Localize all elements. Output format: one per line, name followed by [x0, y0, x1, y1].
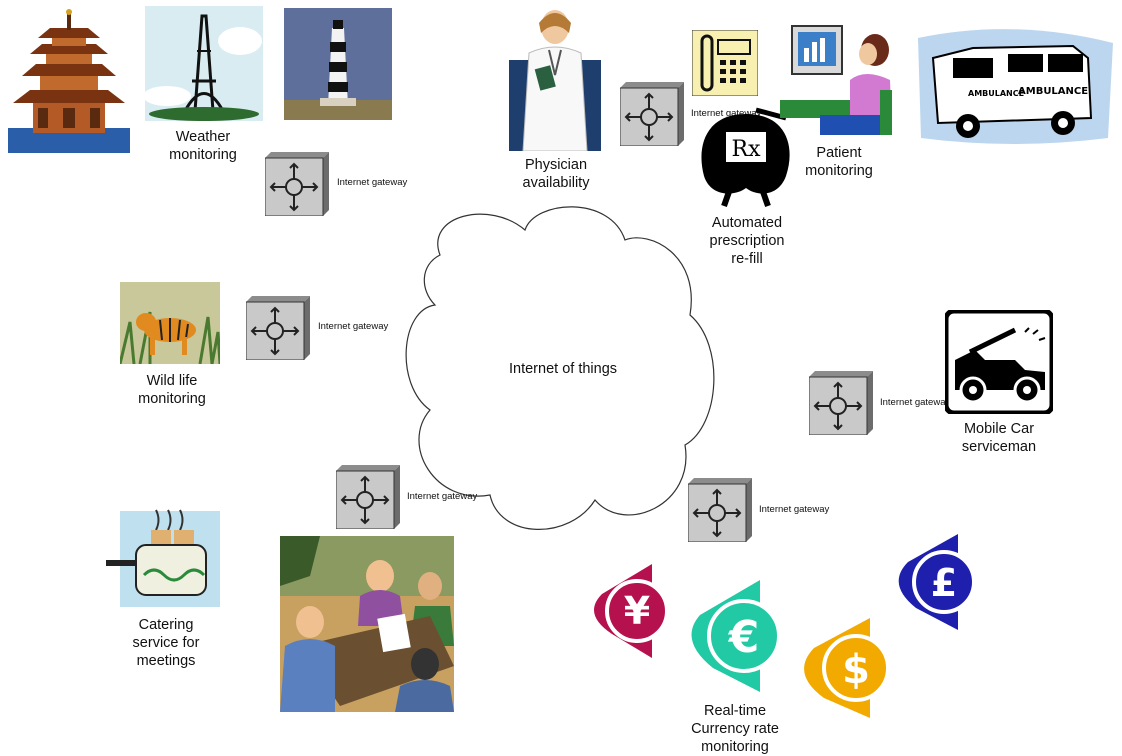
toaster-icon	[106, 509, 220, 607]
pound-currency-icon: £	[898, 534, 976, 630]
physician-icon	[509, 10, 601, 151]
svg-text:AMBULANCE: AMBULANCE	[968, 89, 1024, 98]
internet-gateway-icon	[265, 152, 329, 216]
gateway-label: Internet gateway	[337, 177, 408, 188]
prescription-label: Automated prescription re-fill	[709, 215, 785, 267]
yen-currency-icon: ¥	[594, 564, 669, 658]
gateway-label: Internet gateway	[759, 504, 830, 515]
tiger-icon	[120, 282, 220, 364]
cloud-label: Internet of things	[509, 361, 618, 377]
physician-label: Physician availability	[522, 157, 590, 191]
eiffel-tower-icon	[145, 6, 263, 121]
patient-monitoring-icon	[780, 25, 892, 135]
catering-label: Catering service for meetings	[132, 617, 200, 669]
prescription-rx-icon: Rx	[701, 107, 790, 207]
internet-gateway-icon	[620, 82, 684, 146]
ambulance-icon: AMBULANCE AMBULANCE	[918, 29, 1113, 144]
euro-currency-icon: €	[691, 580, 781, 692]
svg-text:€: €	[728, 612, 760, 663]
gateway-label: Internet gateway	[407, 491, 478, 502]
internet-gateway-icon	[809, 371, 873, 435]
weather-label: Weather monitoring	[169, 129, 237, 163]
wildlife-label: Wild life monitoring	[138, 373, 206, 407]
svg-text:AMBULANCE: AMBULANCE	[1018, 86, 1088, 97]
internet-gateway-icon	[246, 296, 310, 360]
gateway-label: Internet gateway	[880, 397, 951, 408]
svg-text:¥: ¥	[624, 589, 650, 633]
pagoda-icon	[8, 9, 130, 153]
dollar-currency-icon: $	[804, 618, 890, 718]
gateway-label: Internet gateway	[691, 108, 762, 119]
patient-label: Patient monitoring	[805, 145, 873, 179]
currency-label: Real-time Currency rate monitoring	[691, 703, 779, 755]
tow-truck-icon	[945, 310, 1053, 414]
svg-text:$: $	[842, 647, 870, 693]
lighthouse-icon	[284, 8, 392, 120]
internet-cloud	[405, 206, 715, 530]
svg-text:£: £	[931, 561, 957, 605]
gateway-label: Internet gateway	[318, 321, 389, 332]
internet-gateway-icon	[336, 465, 400, 529]
internet-gateway-icon	[688, 478, 752, 542]
car-service-label: Mobile Car serviceman	[961, 421, 1037, 455]
meeting-icon	[280, 536, 454, 712]
svg-text:Rx: Rx	[732, 137, 762, 162]
telephone-icon	[692, 30, 758, 96]
